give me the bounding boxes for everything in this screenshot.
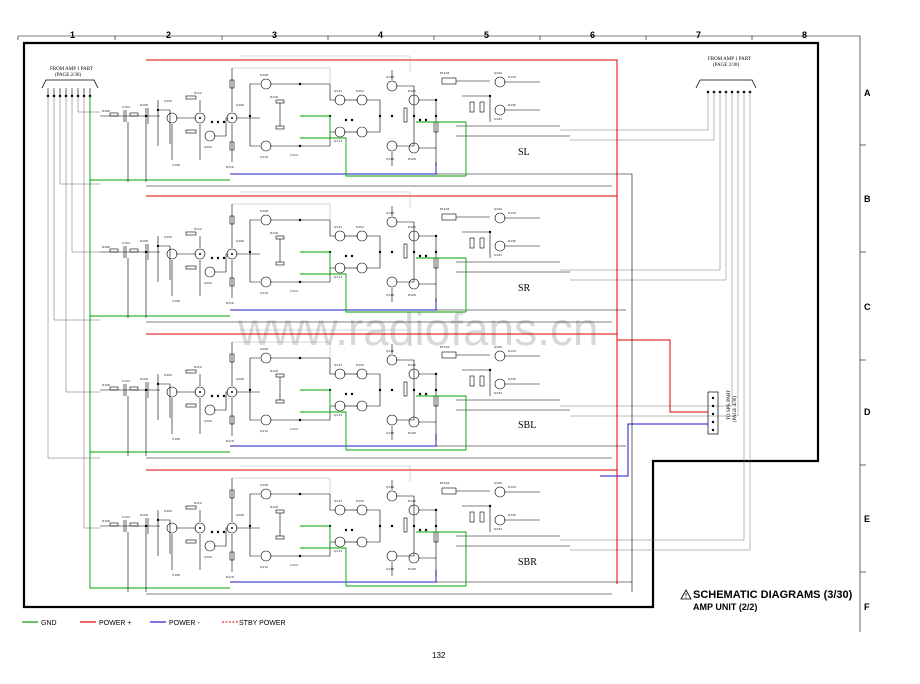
gnd-bus-left bbox=[89, 96, 230, 589]
grid-row-b: B bbox=[864, 194, 871, 204]
section-label-sr: SR bbox=[518, 283, 531, 294]
left-input-bus bbox=[47, 96, 100, 529]
grid-col-1: 1 bbox=[70, 30, 75, 40]
speaker-output-connector bbox=[600, 339, 719, 477]
right-connector-label-1: FROM AMP 1 PART bbox=[708, 57, 751, 62]
diagram-subtitle: AMP UNIT (2/2) bbox=[693, 602, 757, 612]
amp-block-sl bbox=[99, 55, 571, 183]
grid-row-c: C bbox=[864, 302, 871, 312]
section-label-sl: SL bbox=[518, 147, 530, 158]
diagram-title: SCHEMATIC DIAGRAMS (3/30) bbox=[693, 589, 853, 601]
grid-col-4: 4 bbox=[378, 30, 383, 40]
amp-block-sbr bbox=[99, 465, 571, 593]
page-number: 132 bbox=[432, 651, 446, 660]
grid-col-7: 7 bbox=[696, 30, 701, 40]
speaker-connector-label-1: TO SPK PART bbox=[727, 390, 732, 420]
legend: GND POWER + POWER - STBY POWER bbox=[22, 620, 286, 627]
right-input-connector bbox=[695, 79, 757, 94]
grid-row-e: E bbox=[864, 514, 870, 524]
top-ruler bbox=[17, 35, 866, 632]
grid-col-8: 8 bbox=[802, 30, 807, 40]
grid-col-5: 5 bbox=[484, 30, 489, 40]
amp-block-sr bbox=[99, 191, 571, 319]
power-rail-minus bbox=[230, 162, 437, 583]
grid-row-a: A bbox=[864, 88, 871, 98]
board-outline bbox=[22, 41, 820, 609]
legend-stby-label: STBY POWER bbox=[239, 620, 286, 627]
right-connector-label-2: (PAGE 2/30) bbox=[713, 63, 739, 68]
section-label-sbr: SBR bbox=[518, 557, 537, 568]
legend-power-minus-label: POWER - bbox=[169, 620, 200, 627]
grid-row-f: F bbox=[864, 602, 870, 612]
speaker-connector-label-2: (PAGE 4/30) bbox=[733, 396, 738, 422]
section-label-sbl: SBL bbox=[518, 420, 536, 431]
grid-col-2: 2 bbox=[166, 30, 171, 40]
grid-col-6: 6 bbox=[590, 30, 595, 40]
grid-row-d: D bbox=[864, 407, 871, 417]
warning-triangle-icon bbox=[680, 589, 692, 600]
grid-col-3: 3 bbox=[272, 30, 277, 40]
left-connector-label-2: (PAGE 2/30) bbox=[55, 73, 81, 78]
return-lines bbox=[146, 173, 633, 595]
left-input-connector bbox=[41, 79, 99, 98]
title-block: SCHEMATIC DIAGRAMS (3/30) AMP UNIT (2/2) bbox=[680, 589, 853, 612]
left-connector-label-1: FROM AMP 1 PART bbox=[50, 67, 93, 72]
legend-gnd-label: GND bbox=[41, 620, 57, 627]
legend-power-plus-label: POWER + bbox=[99, 620, 131, 627]
watermark: www.radiofans.cn bbox=[237, 303, 599, 355]
power-rail-plus bbox=[146, 59, 618, 584]
